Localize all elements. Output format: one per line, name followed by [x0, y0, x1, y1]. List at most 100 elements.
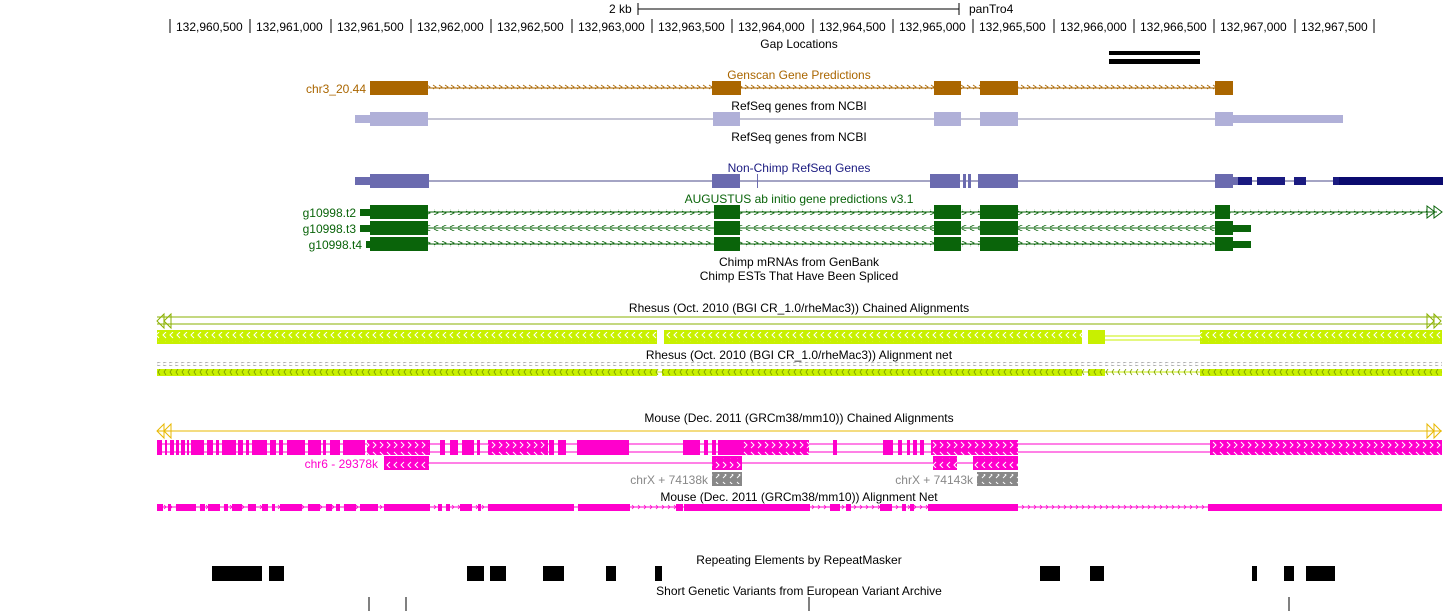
track-title-chimp-ests[interactable]: Chimp ESTs That Have Been Spliced — [699, 269, 899, 283]
mouse-net-block — [830, 504, 840, 511]
mouse-chain-chr6[interactable] — [384, 456, 1018, 470]
mouse-net-block — [438, 504, 442, 511]
track-title-gap[interactable]: Gap Locations — [760, 37, 838, 51]
augustus-gene-t2[interactable] — [360, 205, 1443, 219]
mouse-net-block — [280, 504, 302, 511]
track-title-mouse-net[interactable]: Mouse (Dec. 2011 (GRCm38/mm10)) Alignmen… — [660, 490, 938, 504]
track-title-refseq-2[interactable]: RefSeq genes from NCBI — [731, 130, 867, 144]
mouse-net-block — [460, 504, 472, 511]
mouse-net-block — [578, 504, 630, 511]
mouse-net-block — [208, 504, 220, 511]
augustus-item-label[interactable]: g10998.t4 — [308, 238, 362, 252]
repeatmasker-elements[interactable] — [212, 566, 1335, 581]
mouse-net-block — [928, 504, 1018, 511]
track-title-mouse-chain[interactable]: Mouse (Dec. 2011 (GRCm38/mm10)) Chained … — [644, 411, 954, 425]
ruler-tick-label: 132,966,500 — [1140, 20, 1207, 34]
track-title-refseq[interactable]: RefSeq genes from NCBI — [731, 99, 867, 113]
mouse-chain-block — [549, 440, 554, 455]
mouse-net-block — [248, 504, 256, 511]
ruler-tick-label: 132,962,000 — [417, 20, 484, 34]
mouse-net-block — [880, 504, 892, 511]
mouse-net-block — [308, 504, 320, 511]
mouse-chain-block — [462, 440, 474, 455]
rhesus-alignment-net[interactable] — [157, 362, 1442, 376]
mouse-chain-block — [252, 440, 267, 455]
ruler-tick-label: 132,961,500 — [337, 20, 404, 34]
ruler-tick-label: 132,964,000 — [738, 20, 805, 34]
mouse-net-block — [336, 504, 340, 511]
gap-feature[interactable] — [1109, 51, 1200, 64]
track-title-rhesus-chain[interactable]: Rhesus (Oct. 2010 (BGI CR_1.0/rheMac3)) … — [628, 301, 970, 315]
mouse-net-block — [360, 504, 378, 511]
ruler-tick-label: 132,964,500 — [819, 20, 886, 34]
mouse-chain-block — [279, 440, 283, 455]
mouse-chain-block — [216, 440, 219, 455]
genscan-item-label[interactable]: chr3_20.44 — [305, 82, 366, 96]
mouse-chain-item-label[interactable]: chr6 - 29378k — [304, 457, 378, 471]
mouse-net-block — [168, 504, 171, 511]
mouse-chain-block — [898, 440, 902, 455]
mouse-chain-block — [577, 440, 629, 455]
mouse-chain-block — [308, 440, 321, 455]
mouse-chain-block — [246, 440, 249, 455]
mouse-chain-item-label[interactable]: chrX + 74138k — [630, 473, 708, 487]
mouse-chain-block — [833, 440, 837, 455]
mouse-chain-block — [323, 440, 326, 455]
mouse-chain-block — [157, 440, 162, 455]
ruler-tick-label: 132,965,000 — [899, 20, 966, 34]
mouse-chain-block — [712, 440, 716, 455]
mouse-net-block — [176, 504, 196, 511]
mouse-net-block — [488, 504, 574, 511]
mouse-alignment-net[interactable] — [157, 504, 1442, 511]
track-title-eva[interactable]: Short Genetic Variants from European Var… — [656, 584, 942, 598]
mouse-chain-chrX[interactable] — [712, 472, 1018, 486]
rhesus-chain-alignment[interactable] — [156, 312, 1442, 344]
ruler-ticks — [169, 19, 1375, 33]
scale-bar-label: 2 kb — [609, 2, 632, 16]
mouse-chain-item-label[interactable]: chrX + 74143k — [895, 473, 973, 487]
mouse-chain-block — [920, 440, 924, 455]
track-title-nonchimp-refseq[interactable]: Non-Chimp RefSeq Genes — [727, 161, 871, 175]
ruler-tick-label: 132,963,500 — [658, 20, 725, 34]
augustus-gene-t4[interactable] — [366, 237, 1251, 251]
mouse-net-block — [224, 504, 228, 511]
mouse-net-block — [232, 504, 242, 511]
mouse-chain-block — [330, 440, 340, 455]
augustus-item-label[interactable]: g10998.t3 — [302, 222, 356, 236]
ruler-tick-label: 132,967,500 — [1301, 20, 1368, 34]
augustus-item-label[interactable]: g10998.t2 — [302, 206, 356, 220]
track-title-genscan[interactable]: Genscan Gene Predictions — [727, 68, 871, 82]
ruler-tick-label: 132,961,000 — [256, 20, 323, 34]
mouse-net-block — [200, 504, 205, 511]
eva-variants[interactable] — [368, 597, 1290, 611]
mouse-chain-block — [558, 440, 566, 455]
mouse-net-block — [684, 504, 810, 511]
mouse-chain-block — [907, 440, 910, 455]
track-title-repeatmasker[interactable]: Repeating Elements by RepeatMasker — [696, 553, 902, 567]
mouse-net-block — [478, 504, 481, 511]
track-title-augustus[interactable]: AUGUSTUS ab initio gene predictions v3.1 — [684, 192, 914, 206]
track-title-rhesus-net[interactable]: Rhesus (Oct. 2010 (BGI CR_1.0/rheMac3)) … — [645, 348, 953, 362]
nonchimp-refseq-gene[interactable] — [355, 174, 1443, 188]
assembly-label: panTro4 — [969, 2, 1014, 16]
mouse-chain-block — [440, 440, 445, 455]
ruler-tick-label: 132,963,000 — [578, 20, 645, 34]
mouse-net-block — [262, 504, 268, 511]
ruler-tick-label: 132,962,500 — [497, 20, 564, 34]
mouse-chain-block — [683, 440, 700, 455]
mouse-net-block — [676, 504, 683, 511]
genscan-gene[interactable] — [370, 81, 1233, 95]
track-title-chimp-mrnas[interactable]: Chimp mRNAs from GenBank — [718, 255, 880, 269]
mouse-net-block — [157, 504, 163, 511]
ruler-tick-label: 132,966,000 — [1060, 20, 1127, 34]
mouse-chain-alignment[interactable] — [156, 422, 1442, 455]
scale-bar — [637, 3, 960, 15]
refseq-gene[interactable] — [355, 112, 1343, 126]
augustus-gene-t3[interactable] — [360, 221, 1251, 235]
mouse-chain-block — [181, 440, 185, 455]
mouse-net-block — [344, 504, 356, 511]
mouse-chain-block — [883, 440, 893, 455]
mouse-chain-block — [165, 440, 167, 455]
